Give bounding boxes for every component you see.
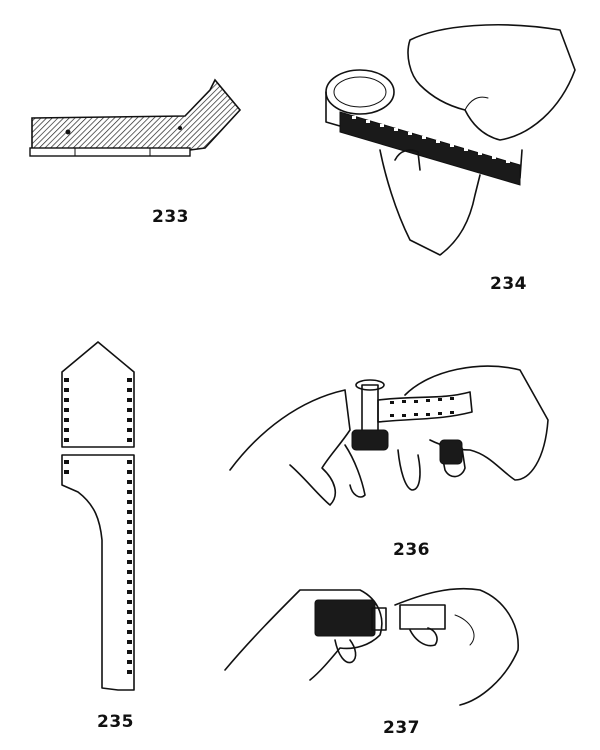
figure-235-label: 235 (97, 712, 134, 732)
figure-235-drawing (61, 341, 135, 691)
figure-234-label: 234 (490, 274, 527, 294)
figure-237-drawing (224, 587, 519, 706)
figure-234-drawing (325, 24, 576, 256)
figure-236-drawing (229, 365, 549, 506)
figure-233-label: 233 (152, 207, 189, 227)
figure-233-drawing (29, 78, 242, 157)
figure-237-label: 237 (383, 718, 420, 738)
figure-236-label: 236 (393, 540, 430, 560)
